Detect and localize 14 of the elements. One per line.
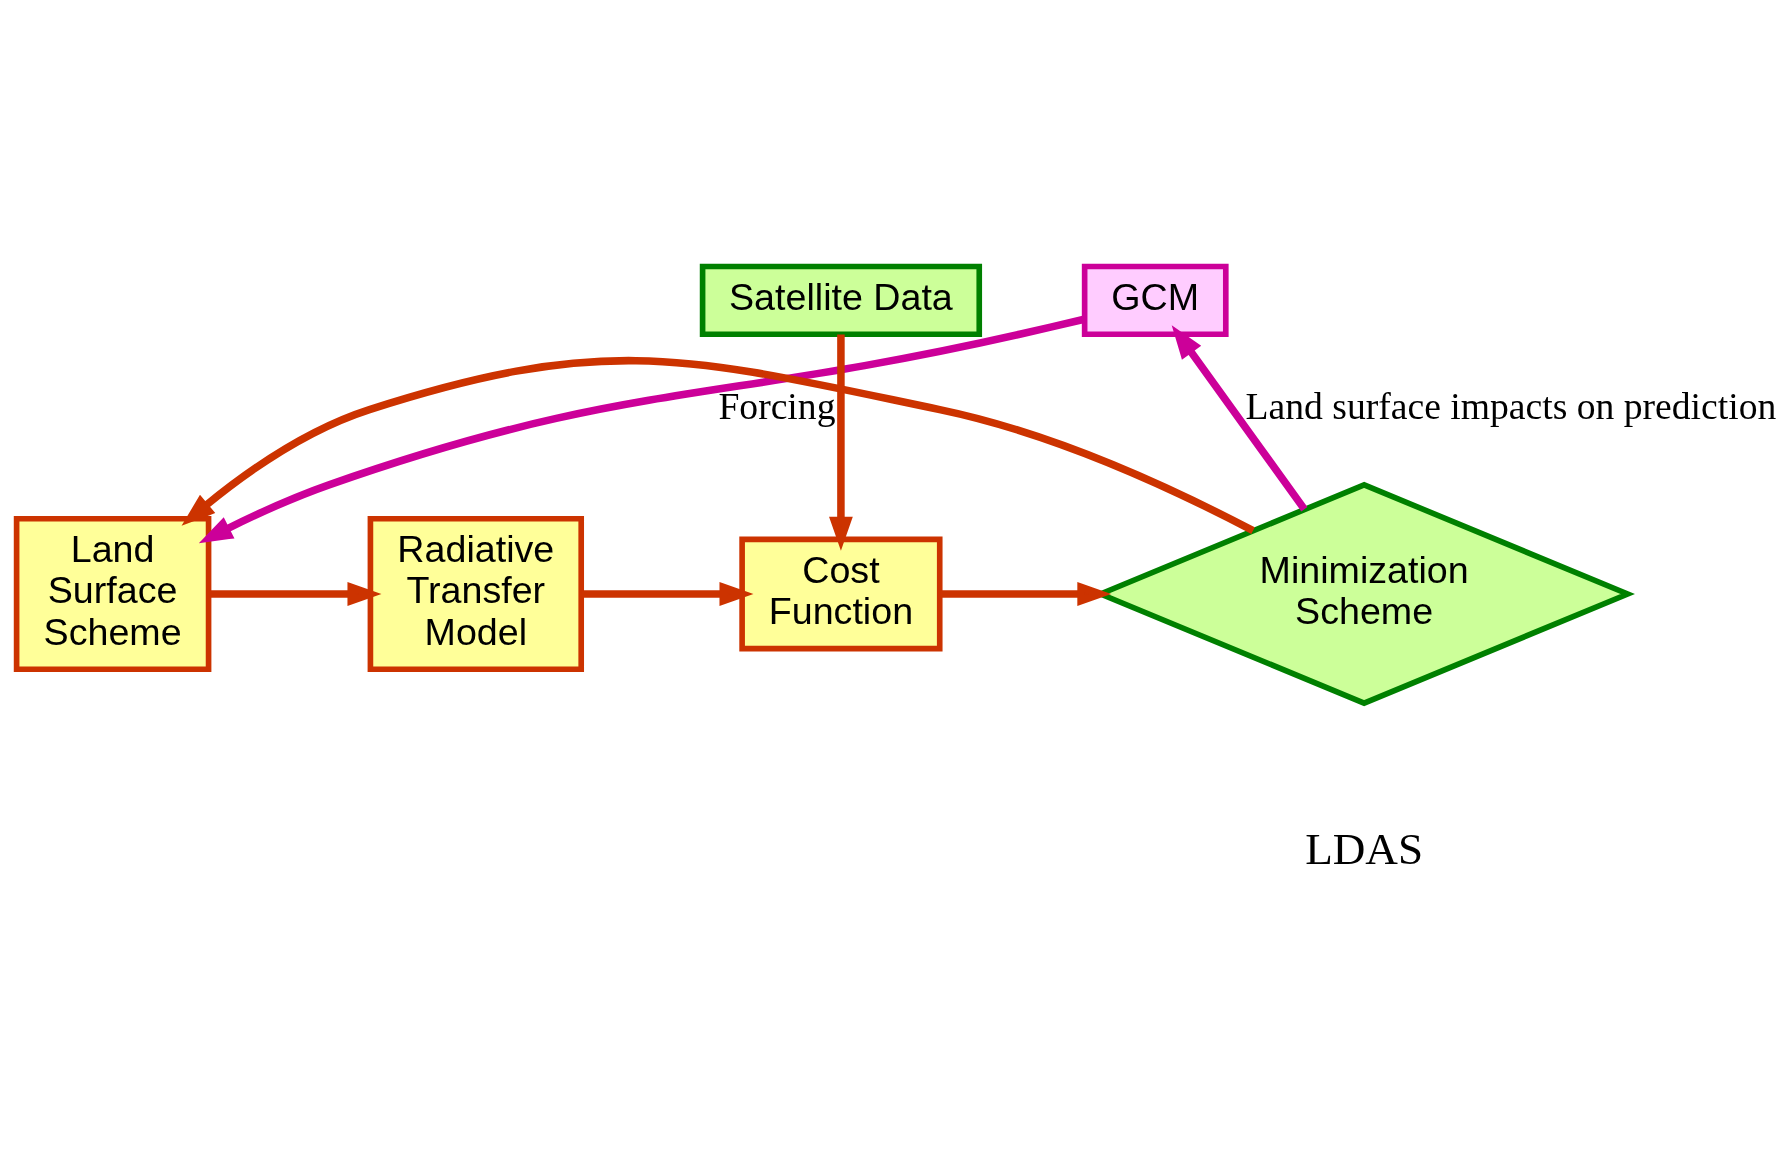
edge-label: Land surface impacts on prediction xyxy=(1245,384,1777,427)
node-box: Satellite Data xyxy=(699,263,983,338)
node-box: Cost Function xyxy=(739,536,943,652)
node-box: GCM xyxy=(1081,263,1229,338)
label: LDAS xyxy=(1305,823,1424,874)
node-box: Land Surface Scheme xyxy=(13,515,212,673)
arrow xyxy=(181,357,1255,534)
arrow xyxy=(829,334,853,551)
arrow xyxy=(1171,325,1308,512)
node-box: Radiative Transfer Model xyxy=(367,515,585,673)
arrow xyxy=(209,582,382,606)
arrow xyxy=(581,582,754,606)
edge-label: Forcing xyxy=(718,384,836,427)
arrow xyxy=(940,582,1112,606)
